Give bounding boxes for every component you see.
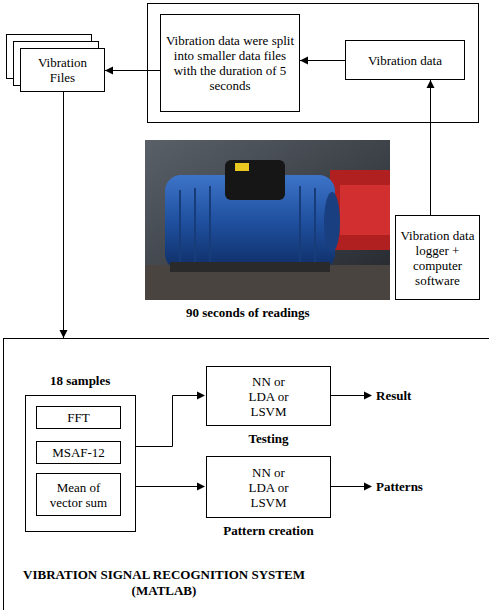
plain-label: Patterns [376, 479, 423, 494]
feature-box: MSAF-12 [36, 441, 121, 464]
process-box: Vibration data were split into smaller d… [160, 14, 300, 112]
arrow-head [427, 80, 435, 88]
box-heading: Pattern creation [177, 523, 360, 538]
classifier-box: NN or LDA or LSVMTesting [206, 366, 331, 426]
box-text: Vibration data were split into smaller d… [164, 33, 296, 93]
arrow-head [60, 330, 68, 338]
box-text: Vibration data logger + computer softwar… [399, 228, 476, 288]
feature-box: Mean of vector sum [36, 473, 121, 516]
system-title: VIBRATION SIGNAL RECOGNITION SYSTEM (MAT… [14, 567, 314, 599]
box-heading: Testing [177, 431, 360, 446]
file-stack: Vibration Files [20, 48, 105, 92]
box-text: FFT [67, 410, 89, 425]
plain-label: 90 seconds of readings [186, 305, 310, 320]
box-text: NN or LDA or LSVM [238, 465, 300, 510]
box-text: NN or LDA or LSVM [238, 374, 300, 419]
box-text: Vibration Files [24, 55, 101, 85]
group-frame [148, 4, 479, 123]
device-box: Vibration data logger + computer softwar… [395, 215, 480, 300]
plain-label: Result [376, 388, 411, 403]
feature-box: FFT [36, 406, 121, 429]
classifier-box: NN or LDA or LSVMPattern creation [206, 456, 331, 518]
plain-label: 18 samples [50, 373, 110, 388]
motor-photo [145, 140, 390, 300]
feature-frame [26, 396, 136, 532]
arrow-head [300, 57, 308, 65]
box-text: MSAF-12 [52, 445, 105, 460]
flow-arrow [63, 92, 64, 338]
flow-arrow [430, 80, 431, 215]
arrow-head [105, 67, 113, 75]
flow-arrow [105, 70, 160, 71]
box-text: Vibration data [368, 53, 442, 68]
data-box: Vibration data [345, 40, 465, 80]
box-text: Mean of vector sum [40, 480, 117, 510]
